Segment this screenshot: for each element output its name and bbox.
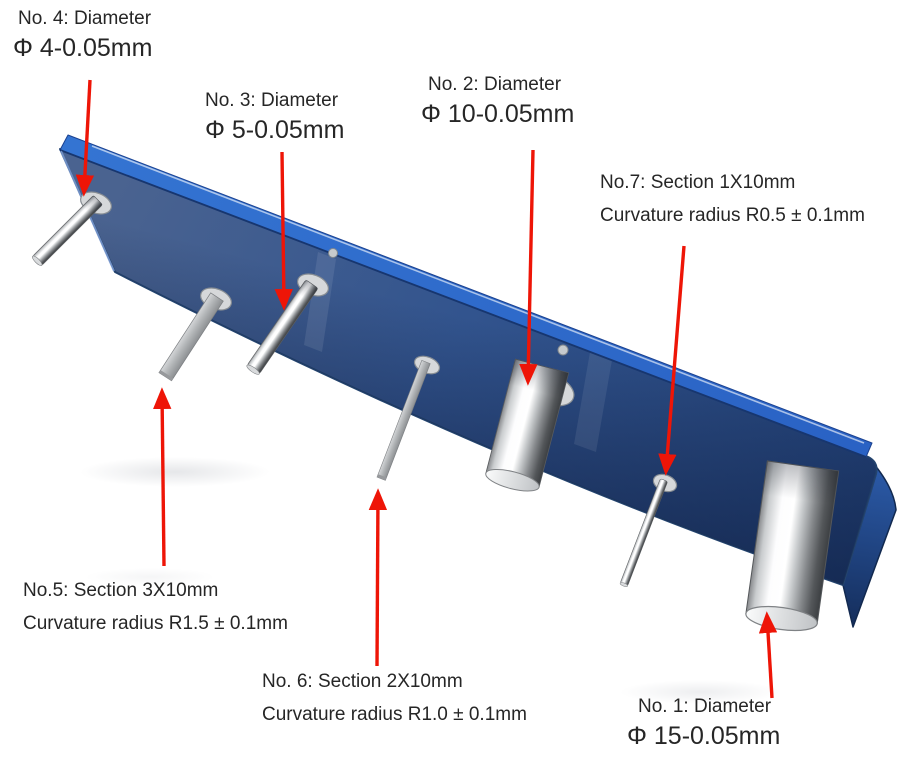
annotation-no7-title: No.7: Section 1X10mm xyxy=(600,172,796,193)
annotation-no6: No. 6: Section 2X10mm Curvature radius R… xyxy=(262,672,527,724)
top-edge-highlight xyxy=(91,145,865,444)
pin-4-diameter-4mm xyxy=(32,191,112,266)
arrow-no1 xyxy=(758,611,778,699)
pin-3-diameter-5mm xyxy=(246,273,329,375)
annotation-no4-title: No. 4: Diameter xyxy=(18,8,152,29)
annotation-no2: No. 2: Diameter Φ 10-0.05mm xyxy=(421,75,574,127)
pin-5-section-3x10 xyxy=(158,287,232,382)
rivet xyxy=(557,344,569,356)
annotation-no6-value: Curvature radius R1.0 ± 0.1mm xyxy=(262,704,527,725)
bar-face-shading xyxy=(60,149,877,585)
annotation-no2-title: No. 2: Diameter xyxy=(428,74,562,95)
arrow-no2 xyxy=(519,149,538,386)
paint-reflection xyxy=(304,252,336,352)
annotation-no1-title: No. 1: Diameter xyxy=(638,696,772,717)
paint-reflection xyxy=(574,352,612,452)
soft-shadows xyxy=(80,457,780,704)
annotation-no3-title: No. 3: Diameter xyxy=(205,90,339,111)
arrow-no4 xyxy=(75,79,95,197)
annotation-no3-value: Φ 5-0.05mm xyxy=(205,116,345,144)
arrow-no7 xyxy=(658,245,686,476)
pin-6-section-2x10 xyxy=(376,355,441,481)
pin-1-diameter-15mm xyxy=(745,460,840,632)
annotation-no2-value: Φ 10-0.05mm xyxy=(421,100,575,128)
annotation-no3: No. 3: Diameter Φ 5-0.05mm xyxy=(205,91,344,143)
arrow-no6 xyxy=(368,488,388,667)
annotation-no7-value: Curvature radius R0.5 ± 0.1mm xyxy=(600,205,865,226)
rivet xyxy=(328,248,338,258)
annotation-no5-title: No.5: Section 3X10mm xyxy=(23,580,219,601)
strip-face-boundary xyxy=(59,149,867,458)
annotation-no7: No.7: Section 1X10mm Curvature radius R0… xyxy=(600,173,865,225)
annotation-no4-value: Φ 4-0.05mm xyxy=(13,34,153,62)
arrow-no3 xyxy=(274,151,293,311)
annotation-no5: No.5: Section 3X10mm Curvature radius R1… xyxy=(23,581,288,633)
annotation-no5-value: Curvature radius R1.5 ± 0.1mm xyxy=(23,613,288,634)
annotation-no1-value: Φ 15-0.05mm xyxy=(627,722,781,750)
annotation-no6-title: No. 6: Section 2X10mm xyxy=(262,671,463,692)
annotation-no4: No. 4: Diameter Φ 4-0.05mm xyxy=(13,9,152,61)
gauge-bar xyxy=(59,134,897,628)
arrows xyxy=(75,79,778,699)
arrow-no5 xyxy=(153,387,172,567)
annotation-no1: No. 1: Diameter Φ 15-0.05mm xyxy=(627,697,780,749)
